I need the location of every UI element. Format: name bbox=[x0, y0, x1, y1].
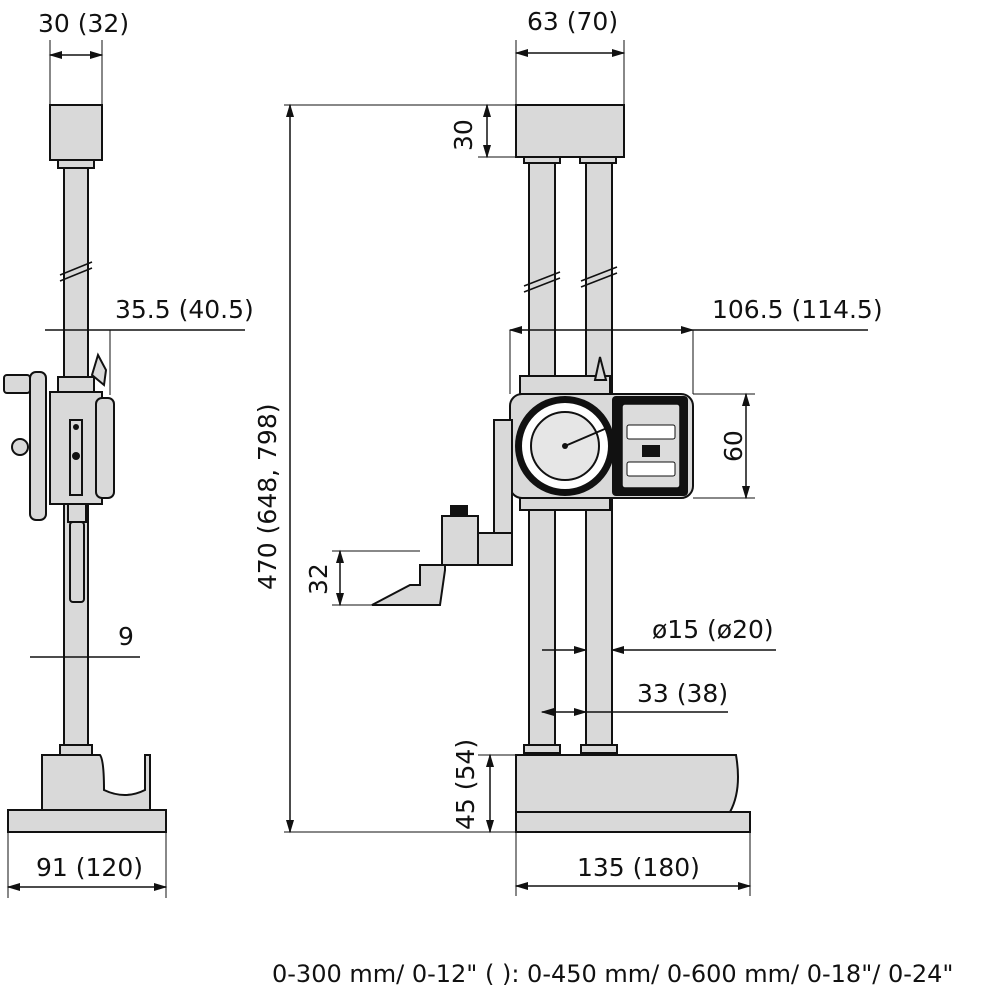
scriber-height-label: 32 bbox=[304, 563, 333, 595]
slider-width-label: 106.5 (114.5) bbox=[712, 295, 883, 324]
front-view bbox=[371, 104, 694, 754]
range-footnote: 0-300 mm/ 0-12" ( ): 0-450 mm/ 0-600 mm/… bbox=[272, 960, 953, 988]
overall-height-label: 470 (648, 798) bbox=[253, 404, 282, 591]
front-top-width-label: 63 (70) bbox=[527, 7, 618, 36]
column-spacing-label: 33 (38) bbox=[637, 679, 728, 708]
base-height-label: 45 (54) bbox=[451, 739, 480, 830]
slider-height-label: 60 bbox=[719, 430, 748, 462]
side-dimensions: 30 (32) 35.5 (40.5) 9 91 (120) bbox=[6, 9, 254, 898]
base-width-label: 135 (180) bbox=[577, 853, 700, 882]
front-top-height-label: 30 bbox=[449, 119, 478, 151]
side-view bbox=[3, 104, 167, 833]
side-base-width-label: 91 (120) bbox=[36, 853, 143, 882]
side-top-width-label: 30 (32) bbox=[38, 9, 129, 38]
column-diameter-label: ø15 (ø20) bbox=[652, 615, 774, 644]
side-slider-depth-label: 35.5 (40.5) bbox=[115, 295, 254, 324]
side-scriber-width-label: 9 bbox=[118, 622, 134, 651]
front-dimensions: 63 (70) 30 470 (648, 798) 106.5 (114.5) … bbox=[253, 7, 883, 896]
